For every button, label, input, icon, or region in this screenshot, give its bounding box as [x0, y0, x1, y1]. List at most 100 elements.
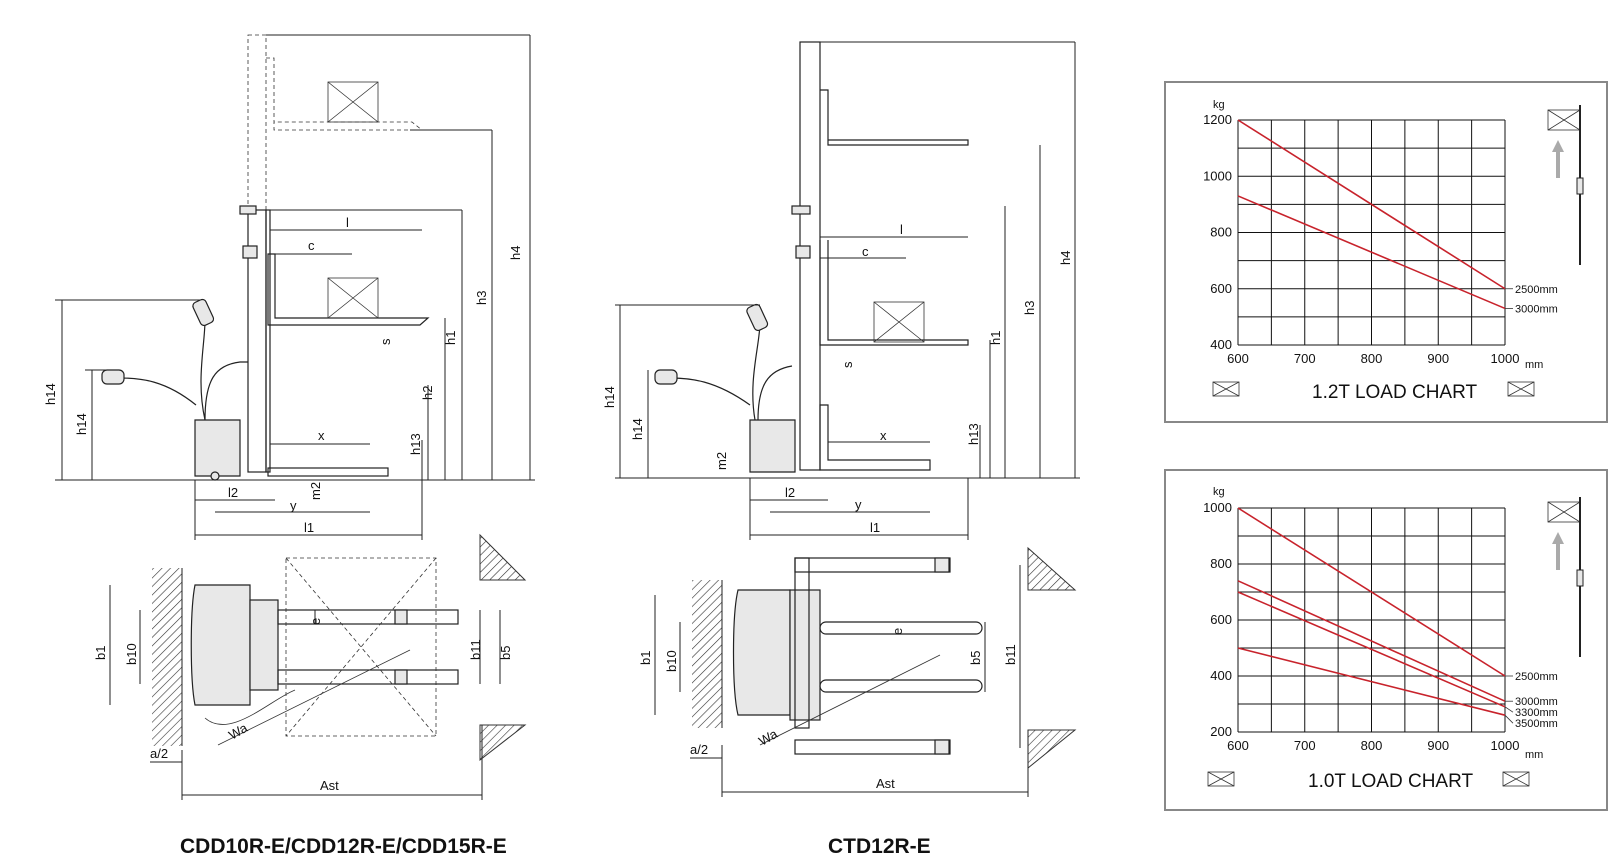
- label-h14-inner: h14: [74, 413, 89, 435]
- series-label: 3500mm: [1515, 718, 1558, 730]
- y-tick-label: 400: [1210, 668, 1232, 683]
- series-line: [1237, 507, 1506, 677]
- caption-right: CTD12R-E: [828, 835, 931, 858]
- y-unit-label: kg: [1213, 99, 1225, 111]
- y-unit-label: kg: [1213, 486, 1225, 498]
- pallet-icon-right: [1502, 771, 1530, 787]
- label-a2: a/2: [150, 746, 168, 761]
- label-y: y: [290, 498, 297, 513]
- load-chart-1-2t: kg mm 1.2T LOAD CHART 600 700 800 900 1000 40…: [1164, 81, 1608, 423]
- label-b10: b10: [124, 643, 139, 665]
- label-h14-outer: h14: [602, 386, 617, 408]
- chart-panel: [1164, 469, 1608, 811]
- label-wa: Wa: [756, 726, 781, 749]
- left-side-view: h4 h3 h1 h2 h13 h14 h14 l c s x m2 l2 y …: [43, 34, 535, 540]
- chart-title: 1.0T LOAD CHART: [1308, 771, 1473, 792]
- caption-left: CDD10R-E/CDD12R-E/CDD15R-E: [180, 835, 507, 858]
- x-tick-label: 1000: [1491, 351, 1520, 366]
- label-h13: h13: [408, 433, 423, 455]
- label-l2: l2: [785, 485, 795, 500]
- label-m2: m2: [308, 482, 323, 500]
- y-tick-label: 600: [1210, 281, 1232, 296]
- label-y: y: [855, 497, 862, 512]
- x-tick-label: 900: [1427, 351, 1449, 366]
- label-b11: b11: [468, 639, 483, 660]
- label-l1: l1: [304, 520, 314, 535]
- series-line: [1237, 580, 1506, 702]
- label-b11: b11: [1003, 644, 1018, 665]
- series-label: 2500mm: [1515, 284, 1558, 296]
- chart-title: 1.2T LOAD CHART: [1312, 382, 1477, 403]
- x-unit-label: mm: [1525, 749, 1543, 761]
- label-h1: h1: [443, 331, 458, 345]
- y-tick-label: 1000: [1203, 500, 1232, 515]
- series-label: 3000mm: [1515, 696, 1558, 708]
- y-tick-label: 800: [1210, 556, 1232, 571]
- y-tick-label: 1200: [1203, 112, 1232, 127]
- series-line: [1237, 591, 1506, 708]
- series-line: [1237, 195, 1506, 310]
- label-h14-outer: h14: [43, 383, 58, 405]
- label-x: x: [880, 428, 887, 443]
- label-h13: h13: [966, 423, 981, 445]
- x-tick-label: 1000: [1491, 738, 1520, 753]
- label-h4: h4: [508, 246, 523, 260]
- label-ast: Ast: [320, 778, 339, 793]
- x-tick-label: 600: [1227, 351, 1249, 366]
- label-c: c: [862, 244, 869, 259]
- label-b10: b10: [664, 650, 679, 672]
- label-s: s: [840, 361, 855, 368]
- label-h3: h3: [1022, 301, 1037, 315]
- label-h2: h2: [420, 386, 435, 400]
- x-tick-label: 700: [1294, 738, 1316, 753]
- left-top-view: b1 b10 b11 b5 e Wa a/2 Ast: [93, 533, 527, 800]
- y-tick-label: 800: [1210, 225, 1232, 240]
- label-ast: Ast: [876, 776, 895, 791]
- y-tick-label: 1000: [1203, 168, 1232, 183]
- x-tick-label: 800: [1361, 738, 1383, 753]
- label-l2: l2: [228, 485, 238, 500]
- y-tick-label: 200: [1210, 724, 1232, 739]
- series-leader-line: [1504, 714, 1514, 724]
- label-s: s: [378, 338, 393, 345]
- x-tick-label: 600: [1227, 738, 1249, 753]
- label-h3: h3: [474, 291, 489, 305]
- label-e: e: [890, 628, 905, 635]
- label-b5: b5: [968, 651, 983, 665]
- label-b1: b1: [638, 651, 653, 665]
- label-b5: b5: [498, 646, 513, 660]
- label-b1: b1: [93, 646, 108, 660]
- x-tick-label: 900: [1427, 738, 1449, 753]
- label-a2: a/2: [690, 742, 708, 757]
- pallet-icon-left: [1207, 771, 1235, 787]
- label-m2: m2: [714, 452, 729, 470]
- pallet-icon-left: [1212, 381, 1240, 397]
- label-h4: h4: [1058, 251, 1073, 265]
- load-chart-1-0t: kg mm 1.0T LOAD CHART 600 700 800 900 1000 20…: [1164, 469, 1608, 811]
- chart-panel: [1164, 81, 1608, 423]
- label-l1: l1: [870, 520, 880, 535]
- right-top-view: b1 b10 b5 b11 e Wa a/2 Ast: [638, 546, 1077, 797]
- mast-up-icon: [1547, 105, 1584, 265]
- label-h1: h1: [988, 331, 1003, 345]
- label-h14-inner: h14: [630, 418, 645, 440]
- pallet-icon-right: [1507, 381, 1535, 397]
- label-e: e: [308, 618, 323, 625]
- x-tick-label: 700: [1294, 351, 1316, 366]
- label-x: x: [318, 428, 325, 443]
- series-leader-line: [1504, 706, 1514, 713]
- mast-up-icon: [1547, 497, 1584, 657]
- label-l: l: [346, 215, 349, 230]
- right-side-view: h4 h3 h1 h13 h14 h14 l c s x m2 l2 y l1: [602, 41, 1080, 540]
- series-label: 3000mm: [1515, 303, 1558, 315]
- y-tick-label: 400: [1210, 337, 1232, 352]
- x-tick-label: 800: [1361, 351, 1383, 366]
- x-unit-label: mm: [1525, 359, 1543, 371]
- y-tick-label: 600: [1210, 612, 1232, 627]
- label-l: l: [900, 222, 903, 237]
- series-line: [1237, 647, 1506, 716]
- label-c: c: [308, 238, 315, 253]
- series-line: [1237, 119, 1506, 290]
- series-label: 3300mm: [1515, 707, 1558, 719]
